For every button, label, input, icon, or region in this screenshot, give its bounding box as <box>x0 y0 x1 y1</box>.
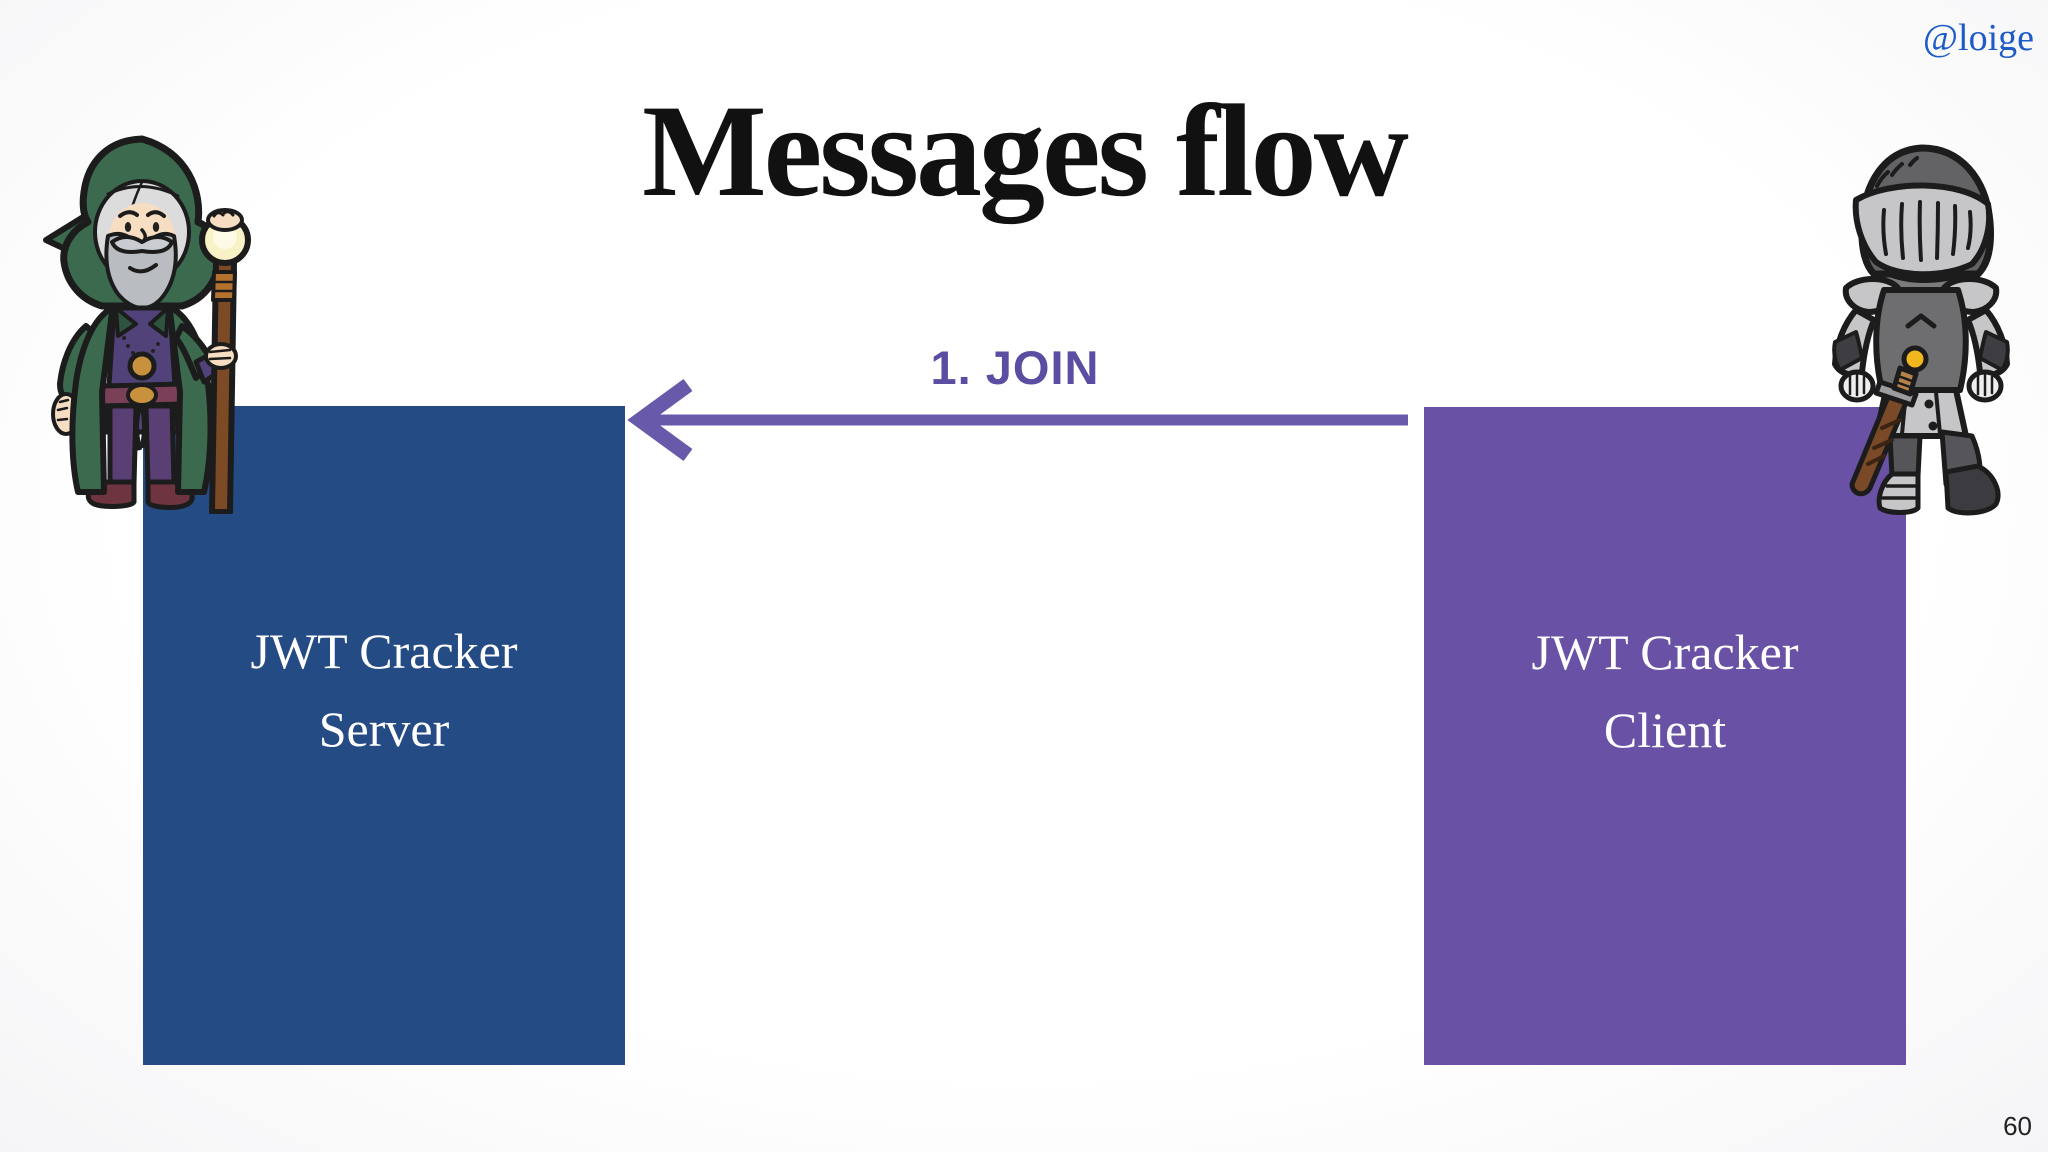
server-box: JWT Cracker Server <box>143 406 625 1065</box>
author-handle: @loige <box>1923 17 2034 59</box>
knight-sword <box>1849 345 1929 497</box>
page-number: 60 <box>2003 1111 2032 1141</box>
wizard-staff <box>199 208 251 514</box>
server-box-label-line1: JWT Cracker <box>250 623 518 679</box>
join-arrow-icon <box>627 378 1408 462</box>
server-box-label-line2: Server <box>318 701 450 757</box>
wizard-character <box>43 135 251 514</box>
server-box-label: JWT Cracker Server <box>143 612 625 768</box>
client-box-label: JWT Cracker Client <box>1424 613 1906 769</box>
knight-character <box>1832 144 2010 516</box>
message-label: 1. JOIN <box>930 341 1100 394</box>
client-box-label-line1: JWT Cracker <box>1531 624 1799 680</box>
client-box-label-line2: Client <box>1603 702 1727 758</box>
client-box: JWT Cracker Client <box>1424 407 1906 1065</box>
page-title: Messages flow <box>642 77 1409 224</box>
